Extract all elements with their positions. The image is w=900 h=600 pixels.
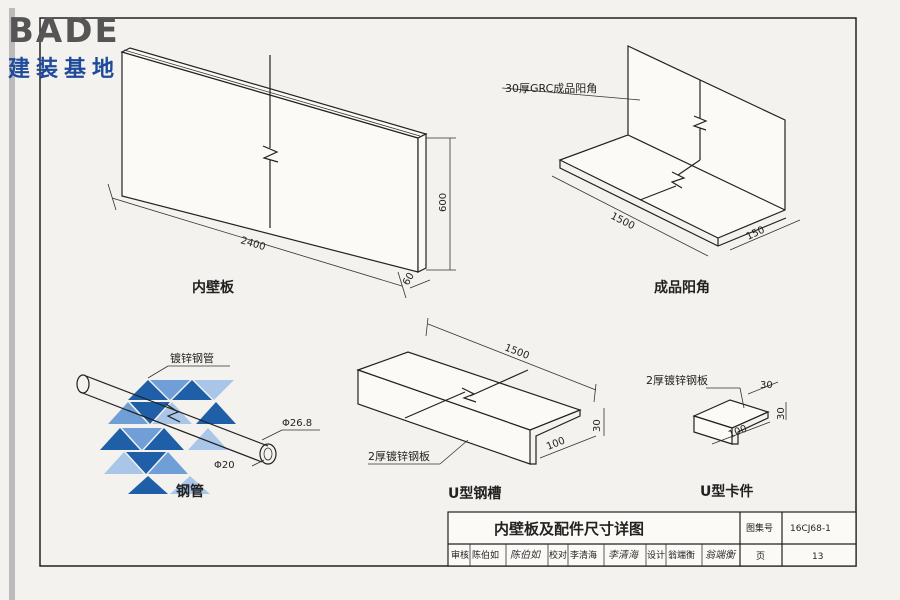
pipe-drawing: 镀锌钢管 Φ26.8 Φ20 钢管 [76,351,320,500]
panel-height-dim: 600 [438,193,449,212]
pipe-outer-dim: Φ26.8 [282,418,312,429]
page-number: 13 [812,552,823,562]
title-block: 内壁板及配件尺寸详图 图集号 16CJ68-1 审核 陈伯如 陈伯如 校对 李清… [447,511,857,567]
atlas-label: 图集号 [746,522,773,534]
reviewer-name: 陈伯如 [472,549,499,561]
logo-subtitle: 建装基地 [8,57,120,82]
check-label: 校对 [549,549,567,561]
logo-brand: BADE [8,11,120,51]
review-label: 审核 [451,549,469,561]
channel-label: 2厚镀锌钢板 [368,449,430,463]
page-label: 页 [756,551,765,562]
corner-caption: 成品阳角 [654,279,710,296]
clip-caption: U型卡件 [700,483,753,500]
reviewer-signature: 陈伯如 [510,549,542,561]
checker-signature: 李清海 [608,549,640,561]
design-label: 设计 [647,549,665,561]
designer-name: 翁端衡 [668,549,695,561]
clip-label: 2厚镀锌钢板 [646,373,708,387]
pipe-inner-dim: Φ20 [214,460,235,471]
clip-top-dim: 30 [760,380,773,391]
pipe-label: 镀锌钢管 [170,351,214,365]
channel-caption: U型钢槽 [448,485,501,502]
clip-drawing: 2厚镀锌钢板 30 30 100 U型卡件 [646,373,787,500]
sheet-title: 内壁板及配件尺寸详图 [494,520,644,538]
wall-panel-drawing: 2400 600 60 内壁板 [107,47,456,299]
corner-label: 30厚GRC成品阳角 [505,82,597,95]
checker-name: 李清海 [570,549,597,561]
pipe-caption: 钢管 [176,483,204,500]
panel-caption: 内壁板 [192,279,235,296]
channel-height-dim: 30 [592,419,603,432]
panel-side-edge [417,133,427,273]
clip-height-dim: 30 [776,407,787,420]
brand-logo: BADE 建装基地 [8,11,120,82]
designer-signature: 翁端衡 [705,549,737,561]
channel-drawing: 1500 30 100 2厚镀锌钢板 U型钢槽 [356,317,605,502]
atlas-number: 16CJ68-1 [790,524,831,534]
watermark-triangles [100,380,236,494]
